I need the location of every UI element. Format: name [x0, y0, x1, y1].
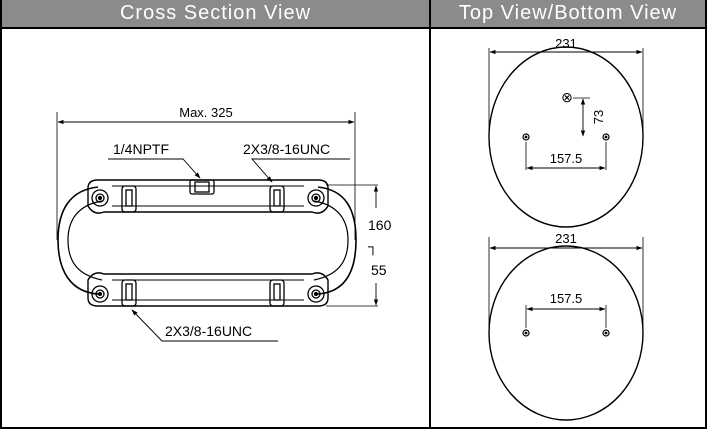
bellow-outline-right-inner — [313, 200, 349, 281]
crimp-ring-top-left — [91, 189, 109, 207]
top-stud-left — [121, 185, 137, 213]
bellow-outline-right — [317, 186, 357, 295]
crimp-ring-bottom-right — [307, 285, 325, 303]
bottom-view-outline — [488, 245, 644, 421]
top-stud-hole-right — [602, 133, 610, 141]
cross-section-header: Cross Section View — [2, 0, 429, 29]
max-height-label: 160 — [368, 217, 392, 233]
min-height-label: 55 — [371, 262, 387, 278]
top-stud-hole-left — [522, 133, 530, 141]
top-studs-leader — [251, 158, 350, 183]
cross-section-view — [56, 112, 379, 342]
bottom-studs-leader — [131, 309, 278, 342]
bellow-outline — [57, 186, 99, 295]
top-stud-spacing-label: 157.5 — [550, 151, 583, 166]
bottom-view — [488, 237, 644, 421]
height-step-symbol: ┐ — [367, 238, 378, 256]
bottom-studs-thread-label: 2X3/8-16UNC — [165, 323, 252, 339]
port-offset-label: 73 — [591, 110, 606, 124]
top-studs-thread-label: 2X3/8-16UNC — [243, 141, 330, 157]
max-width-label: Max. 325 — [179, 105, 232, 120]
air-port-icon: ⊗ — [561, 89, 573, 105]
bottom-plate — [87, 272, 329, 307]
port-thread-label: 1/4NPTF — [113, 141, 169, 157]
top-plate — [87, 179, 329, 214]
bottom-diameter-label: 231 — [555, 231, 577, 246]
air-port-fitting — [189, 179, 215, 195]
top-stud-right — [269, 185, 285, 213]
port-leader — [108, 158, 201, 179]
crimp-ring-bottom-left — [91, 285, 109, 303]
bottom-stud-hole-left — [522, 329, 530, 337]
bottom-stud-hole-right — [602, 329, 610, 337]
bottom-stud-spacing-label: 157.5 — [550, 291, 583, 306]
top-diameter-label: 231 — [555, 36, 577, 51]
panel-divider — [429, 0, 431, 429]
top-bottom-view-header: Top View/Bottom View — [431, 0, 705, 29]
top-view-outline — [488, 46, 644, 228]
bottom-stud-left — [121, 279, 137, 307]
crimp-ring-top-right — [307, 189, 325, 207]
top-view — [488, 46, 644, 228]
bottom-stud-right — [269, 279, 285, 307]
bellow-outline-inner — [67, 200, 103, 281]
